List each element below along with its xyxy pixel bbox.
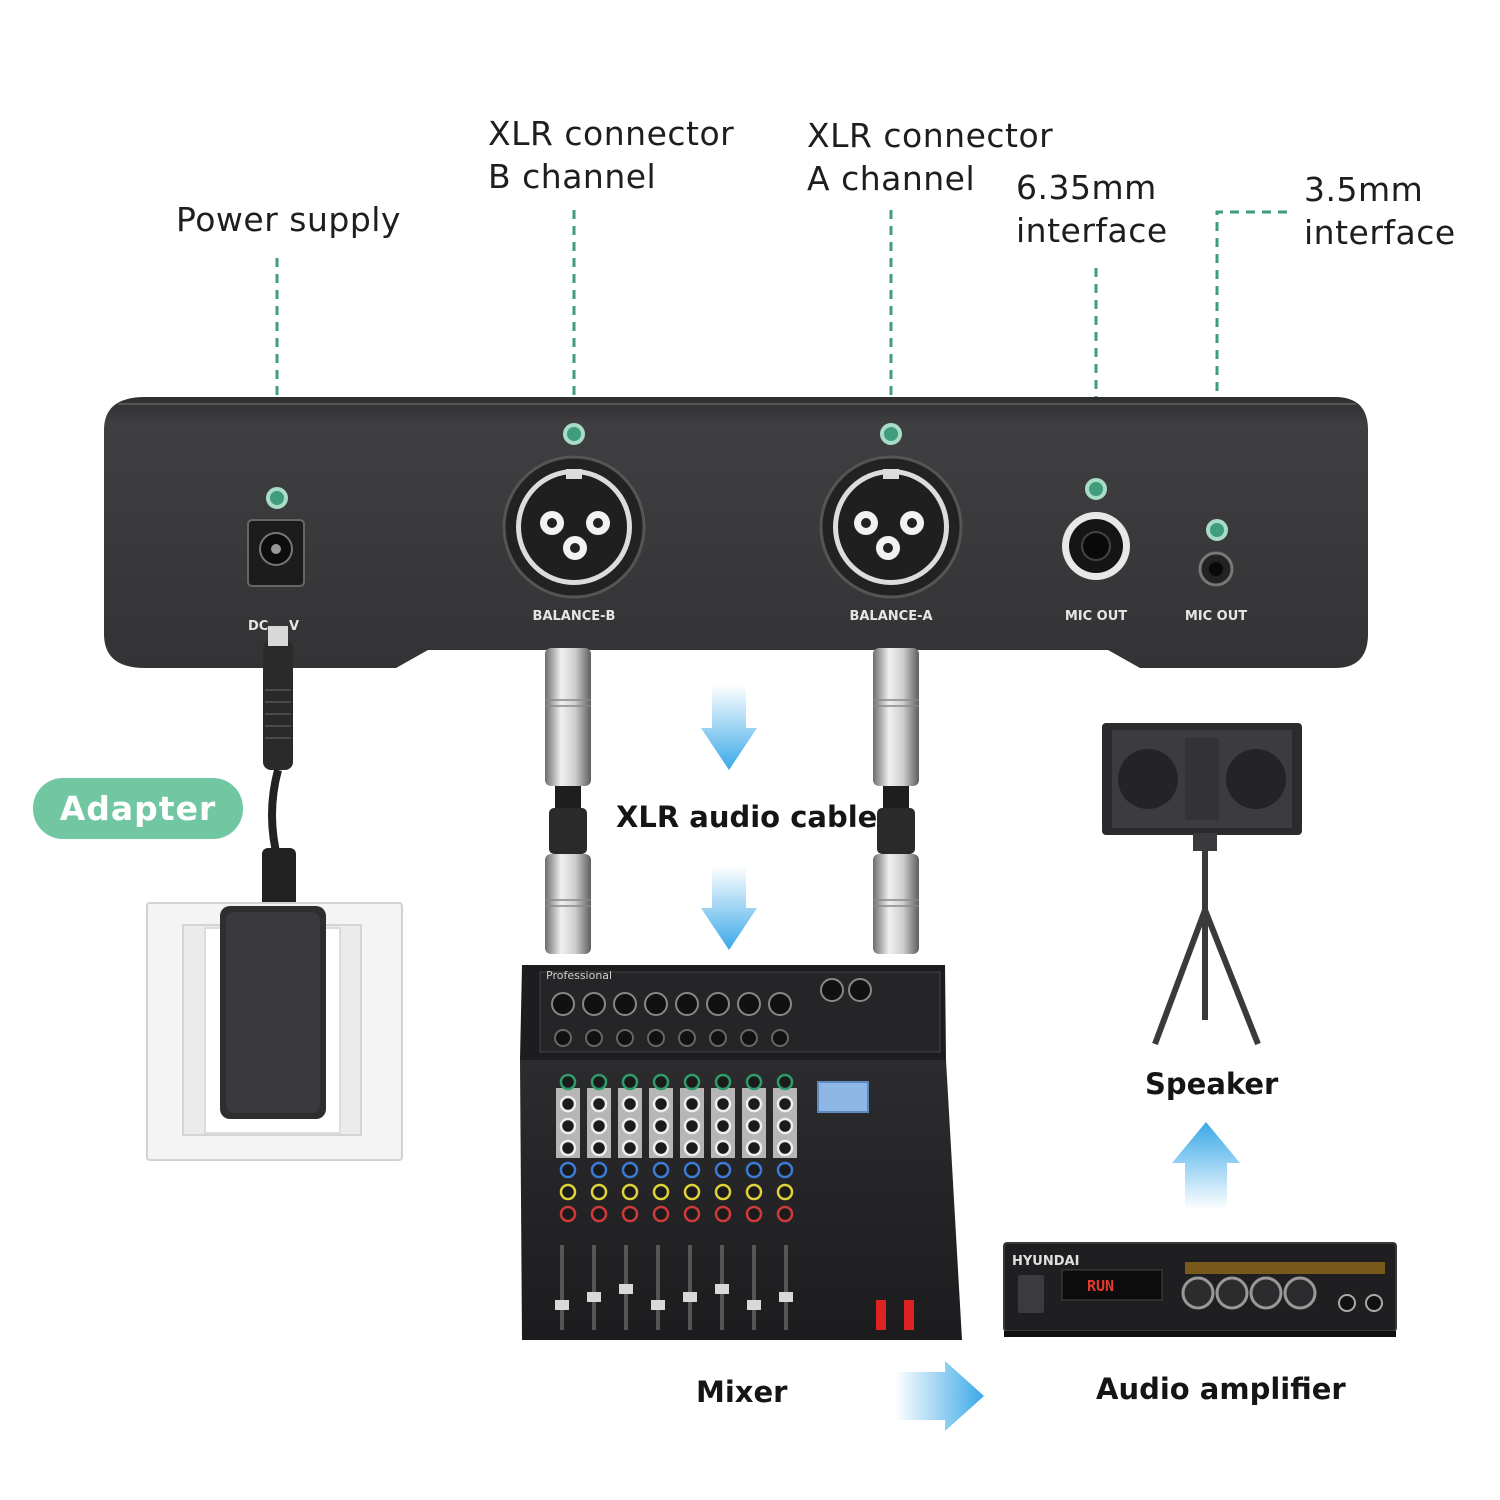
callout-dot-xlr-b <box>563 423 585 445</box>
panel-label-dc: DC <box>248 619 268 634</box>
panel-label-dc-v: V <box>289 619 299 634</box>
speaker-device <box>1102 723 1302 1046</box>
xlr-cable-a <box>873 648 919 954</box>
label-635mm-line1: 6.35mm <box>1016 168 1157 207</box>
label-635mm-line2: interface <box>1016 211 1168 250</box>
label-xlr-a-line1: XLR connector <box>807 116 1054 155</box>
mixer-brand-label: Professional <box>546 969 612 982</box>
arrow-up <box>1172 1122 1240 1210</box>
arrow-down-1 <box>701 685 757 770</box>
panel-label-mic-out-2: MIC OUT <box>1185 609 1247 624</box>
label-audio-amplifier: Audio amplifier <box>1096 1372 1346 1406</box>
mixer-device <box>520 965 962 1340</box>
arrow-right <box>895 1361 984 1431</box>
label-xlr-b-line2: B channel <box>488 157 657 196</box>
amplifier-brand-label: HYUNDAI <box>1012 1254 1079 1269</box>
xlr-cable-b <box>545 648 591 954</box>
jack-6-35mm <box>1062 512 1130 580</box>
label-speaker: Speaker <box>1145 1067 1279 1101</box>
callout-dot-35mm <box>1206 519 1228 541</box>
xlr-connector-b <box>502 455 646 599</box>
receiver-rear-panel <box>104 397 1368 668</box>
label-35mm-line1: 3.5mm <box>1304 170 1424 209</box>
label-power-supply: Power supply <box>176 200 401 239</box>
label-xlr-b-line1: XLR connector <box>488 114 735 153</box>
label-35mm-line2: interface <box>1304 213 1456 252</box>
callout-dot-xlr-a <box>880 423 902 445</box>
adapter-badge: Adapter <box>33 778 243 839</box>
label-xlr-a-line2: A channel <box>807 159 976 198</box>
label-mixer: Mixer <box>696 1375 788 1409</box>
arrow-down-2 <box>701 866 757 950</box>
xlr-connector-a <box>819 455 963 599</box>
callout-dot-power <box>266 487 288 509</box>
amplifier-display: RUN <box>1087 1277 1114 1295</box>
panel-label-mic-out-1: MIC OUT <box>1065 609 1127 624</box>
callout-dot-635mm <box>1085 478 1107 500</box>
panel-label-balance-a: BALANCE-A <box>849 609 932 624</box>
power-cable <box>262 626 296 908</box>
jack-3-5mm <box>1198 551 1234 587</box>
callout-dots <box>266 423 1228 541</box>
panel-label-balance-b: BALANCE-B <box>533 609 616 624</box>
label-xlr-audio-cable: XLR audio cable <box>616 800 878 834</box>
audio-amplifier-device <box>1003 1242 1397 1337</box>
